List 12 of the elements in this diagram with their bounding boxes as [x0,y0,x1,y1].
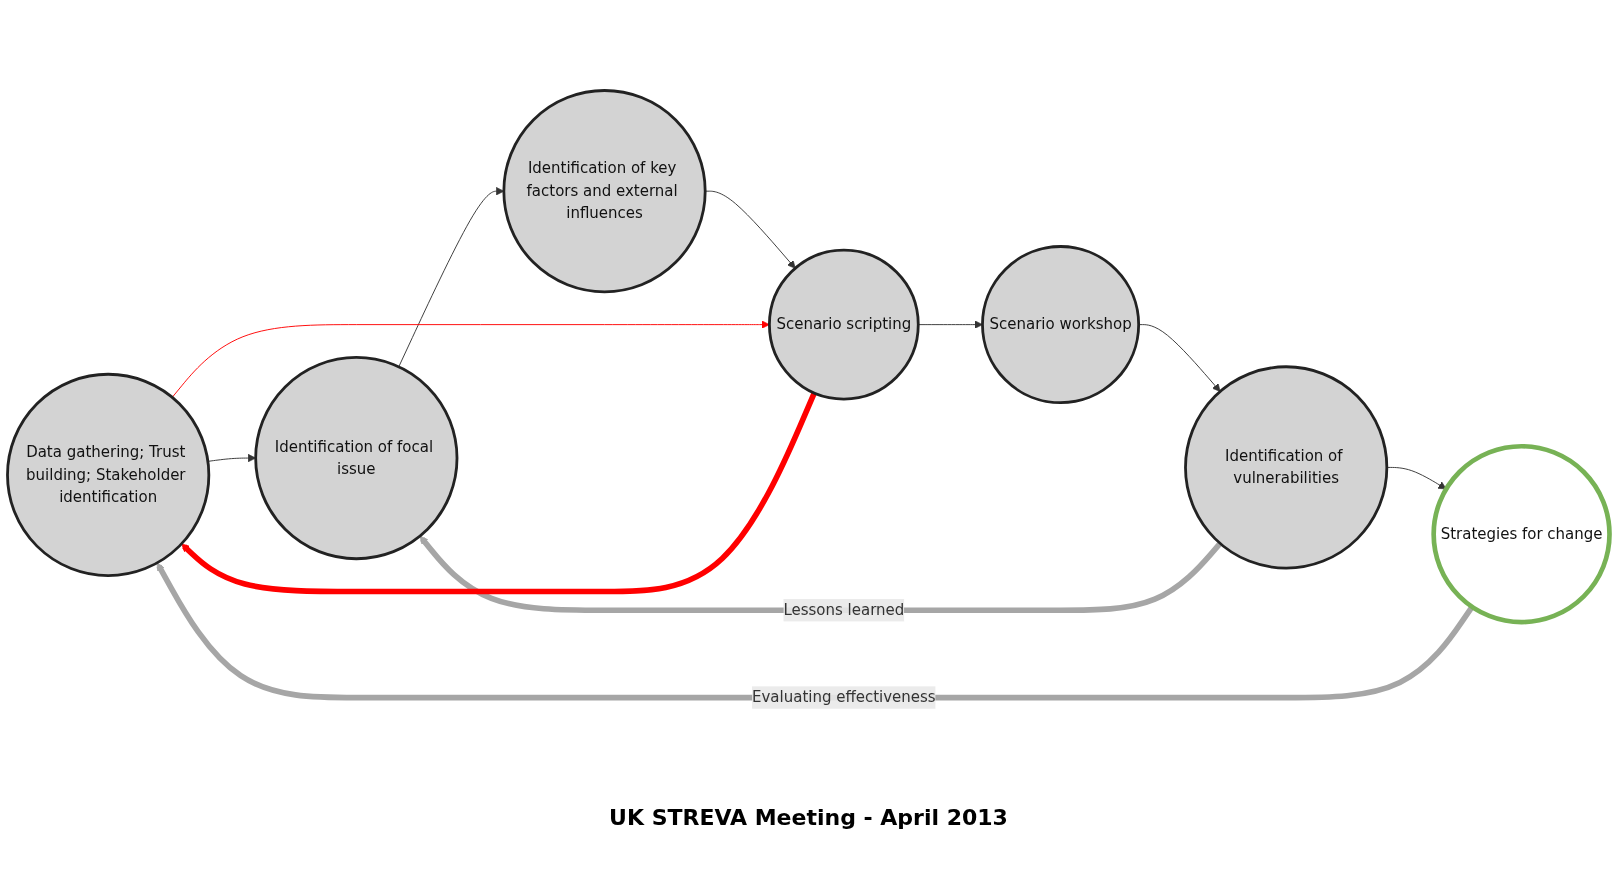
node-circle: Scenario scripting [768,249,920,401]
node-circle: Strategies for change [1431,444,1612,625]
node-circle: Data gathering; Trust building; Stakeholder identification [6,373,211,578]
node-circle: Identification of vulnerabilities [1184,365,1389,570]
node-circle: Identification of focal issue [254,356,459,561]
meeting-note: UK STREVA Meeting - April 2013 [608,805,1009,830]
arrow [156,562,1475,701]
edge-label: Evaluating effectiveness [752,688,936,707]
node-circle: Identification of key factors and external influences [502,89,707,294]
arrow [181,392,817,595]
node-circle: Scenario workshop [981,245,1141,405]
edge-label: Lessons learned [783,601,905,620]
